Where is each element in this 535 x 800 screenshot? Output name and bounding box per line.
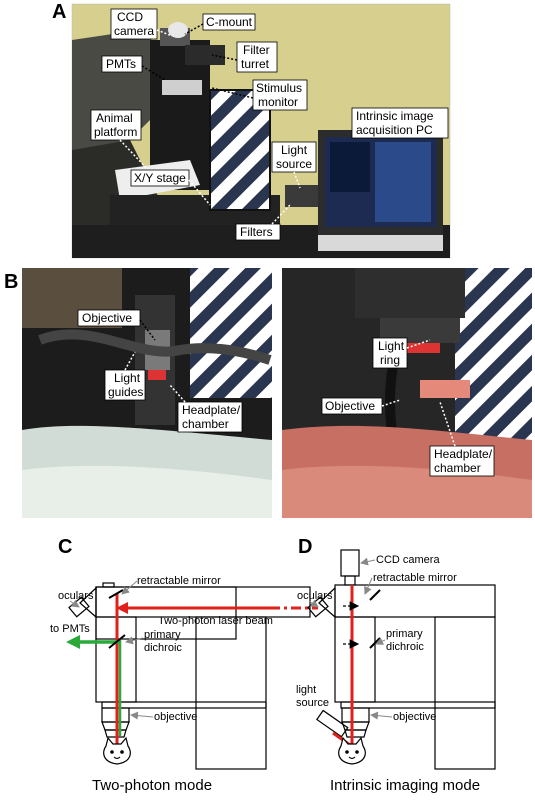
- label-c-mount: C-mount: [206, 15, 253, 29]
- label-b-light-ring-line2: ring: [380, 353, 400, 367]
- panel-a-labels: CCD camera C-mount Filter turret PMTs St…: [90, 8, 449, 241]
- label-d-retractable-mirror: retractable mirror: [373, 572, 457, 584]
- panel-c-microscope: [68, 582, 311, 770]
- label-b-left-headplate-line2: chamber: [182, 417, 229, 431]
- label-light-source-line1: Light: [281, 143, 308, 157]
- panel-b-right-labels: Light ring Objective Headplate/ chamber: [321, 337, 495, 477]
- label-b-light-guides-line2: guides: [108, 385, 143, 399]
- label-d-oculars: oculars: [297, 590, 333, 602]
- label-c-primary-dichroic-line2: dichroic: [144, 642, 182, 654]
- label-filter-turret-line1: Filter: [243, 43, 270, 57]
- panel-b: B Objective Light guides Headplate/ cham…: [4, 268, 532, 518]
- panel-a: A: [52, 1, 451, 259]
- label-ccd-camera-line2: camera: [114, 24, 154, 38]
- label-c-retractable-mirror: retractable mirror: [137, 575, 221, 587]
- label-d-primary-dichroic-line1: primary: [386, 628, 423, 640]
- panel-b-left-labels: Objective Light guides Headplate/ chambe…: [77, 309, 243, 433]
- label-d-light-source-line1: light: [296, 684, 316, 696]
- label-stimulus-monitor-line1: Stimulus: [256, 81, 302, 95]
- label-d-objective: objective: [393, 711, 436, 723]
- panel-b-right-photo: [282, 268, 532, 518]
- label-d-primary-dichroic-line2: dichroic: [386, 641, 424, 653]
- panel-b-left-photo: [22, 268, 272, 518]
- label-ccd-camera-line1: CCD: [117, 10, 143, 24]
- label-filters: Filters: [240, 225, 273, 239]
- panel-d-beams: [332, 585, 381, 747]
- panel-b-letter: B: [4, 271, 18, 293]
- label-b-right-headplate-line1: Headplate/: [434, 447, 493, 461]
- label-d-ccd-camera: CCD camera: [376, 554, 440, 566]
- panel-c: C: [50, 536, 318, 794]
- panel-d: D: [296, 536, 496, 794]
- panel-d-microscope: [307, 549, 496, 770]
- label-animal-platform-line2: platform: [94, 125, 137, 139]
- label-animal-platform-line1: Animal: [96, 111, 133, 125]
- label-xy-stage: X/Y stage: [134, 171, 186, 185]
- label-b-light-ring-line1: Light: [378, 339, 405, 353]
- label-c-oculars: oculars: [58, 590, 94, 602]
- label-b-light-guides-line1: Light: [114, 371, 141, 385]
- label-filter-turret-line2: turret: [241, 57, 270, 71]
- panel-c-labels: oculars retractable mirror Two-photon la…: [50, 575, 273, 723]
- panel-d-cat-icon: [338, 736, 366, 765]
- panel-c-cat-icon: [103, 736, 131, 765]
- panel-d-labels: CCD camera oculars retractable mirror pr…: [296, 554, 457, 723]
- panel-c-letter: C: [58, 536, 72, 558]
- panel-d-letter: D: [298, 536, 312, 558]
- label-stimulus-monitor-line2: monitor: [258, 95, 298, 109]
- label-c-laser-beam: Two-photon laser beam: [158, 615, 273, 627]
- label-intrinsic-pc-line1: Intrinsic image: [356, 109, 434, 123]
- label-c-primary-dichroic-line1: primary: [144, 629, 181, 641]
- label-b-right-headplate-line2: chamber: [434, 461, 481, 475]
- panel-c-beams: [66, 589, 318, 744]
- label-b-right-objective: Objective: [325, 399, 375, 413]
- caption-intrinsic-imaging-mode: Intrinsic imaging mode: [330, 777, 480, 794]
- label-intrinsic-pc-line2: acquisition PC: [356, 123, 433, 137]
- caption-two-photon-mode: Two-photon mode: [92, 777, 212, 794]
- label-b-left-headplate-line1: Headplate/: [182, 403, 241, 417]
- panel-a-letter: A: [52, 1, 66, 23]
- label-c-to-pmts: to PMTs: [50, 623, 90, 635]
- label-c-objective: objective: [154, 711, 197, 723]
- label-pmts: PMTs: [106, 57, 136, 71]
- label-light-source-line2: source: [276, 157, 312, 171]
- label-b-left-objective: Objective: [82, 311, 132, 325]
- label-d-light-source-line2: source: [296, 697, 329, 709]
